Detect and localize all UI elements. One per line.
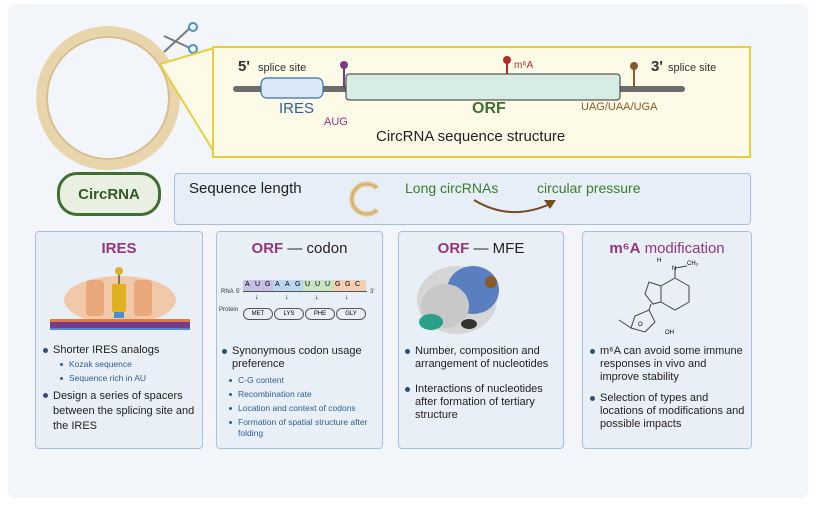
codon-bullet-1: Synonymous codon usage preference <box>222 345 377 371</box>
translation-arrow-4: ↓ <box>345 294 349 301</box>
rna-tertiary-structure-illustration <box>417 266 499 334</box>
rna-three-prime: 3' <box>370 289 375 295</box>
base-7: U <box>305 281 311 288</box>
sequence-structure-callout: 5' splice site 3' splice site IRES AUG O… <box>212 46 751 158</box>
amino-acid-lys: LYS <box>274 308 304 320</box>
sequence-length-box: Sequence length Long circRNAs circular p… <box>174 173 751 225</box>
three-prime-label: 3' <box>651 58 663 75</box>
ires-bullet-2: Design a series of spacers between the s… <box>43 390 195 432</box>
rna-backbone <box>243 291 367 292</box>
orf-codon-card: ORF — codon RNA 5' 3' Protein A U G A A … <box>216 231 383 449</box>
orf-mfe-card-title: ORF — MFE <box>437 240 525 257</box>
stop-codon-label: UAG/UAA/UGA <box>581 101 658 113</box>
m6a-bullet-2: Selection of types and locations of modi… <box>590 392 745 430</box>
m6a-o-label: O <box>638 322 643 328</box>
codon-phe-block <box>303 280 339 292</box>
m6a-oh-label: OH <box>665 330 674 336</box>
base-5: A <box>285 281 290 288</box>
m6a-site-label: m⁶A <box>514 60 534 71</box>
base-4: A <box>275 281 280 288</box>
orf-mfe-card: ORF — MFE Number, composition and arrang… <box>398 231 564 449</box>
callout-caption: CircRNA sequence structure <box>376 128 566 145</box>
codon-sub-1: C-G content <box>229 375 284 385</box>
amino-acid-gly: GLY <box>336 308 366 320</box>
ires-element-label: IRES <box>279 100 315 117</box>
m6a-h-label: H <box>657 258 662 264</box>
m6a-card-title: m⁶A modification <box>609 240 725 257</box>
codon-lys-block <box>273 280 309 292</box>
codon-sub-2: Recombination rate <box>229 389 312 399</box>
base-12: C <box>355 281 361 288</box>
ribosome-ires-illustration <box>50 267 190 330</box>
orf-label: ORF <box>472 100 506 117</box>
codon-sub-3: Location and context of codons <box>229 403 356 413</box>
orf-codon-card-title: ORF — codon <box>251 240 348 257</box>
base-8: U <box>315 281 321 288</box>
base-1: A <box>245 281 250 288</box>
ires-card-title: IRES <box>101 240 137 257</box>
curved-arrow-icon <box>473 199 556 213</box>
translation-arrow-3: ↓ <box>315 294 319 301</box>
callout-pointer <box>160 46 215 156</box>
amino-acid-met: MET <box>243 308 273 320</box>
rna-five-prime: 5' <box>236 289 241 295</box>
m6a-ch3-label: CH₃ <box>687 261 699 267</box>
ires-card: IRES Shorter IRES analogs Kozak sequence… <box>35 231 203 449</box>
long-circrnas-label: Long circRNAs <box>405 180 499 196</box>
mfe-bullet-1: Number, composition and arrangement of n… <box>405 345 557 371</box>
circular-arrow-icon <box>349 181 379 217</box>
m6a-chemical-structure <box>618 265 690 333</box>
amino-acid-phe: PHE <box>305 308 335 320</box>
base-10: G <box>335 281 341 288</box>
base-11: G <box>345 281 351 288</box>
three-splice-site-label: splice site <box>668 62 717 74</box>
sequence-length-label: Sequence length <box>189 180 302 197</box>
protein-label: Protein <box>219 307 239 313</box>
five-prime-label: 5' <box>238 58 250 75</box>
aug-label: AUG <box>324 116 348 128</box>
translation-arrow-2: ↓ <box>285 294 289 301</box>
mfe-bullet-2: Interactions of nucleotides after format… <box>405 383 557 422</box>
translation-arrow-1: ↓ <box>255 294 259 301</box>
scissors-icon <box>163 22 198 54</box>
five-splice-site-label: splice site <box>258 62 307 74</box>
ires-sub-1: Kozak sequence <box>60 359 132 369</box>
codon-gly-block <box>333 280 366 292</box>
base-9: U <box>325 281 331 288</box>
ires-sub-2: Sequence rich in AU <box>59 373 147 383</box>
m6a-card: m⁶A modification H N CH₃ OH O m⁶A can av… <box>582 231 752 449</box>
codon-sub-4: Formation of spatial structure after fol… <box>229 417 373 439</box>
base-2: U <box>255 281 261 288</box>
m6a-n-label: N <box>672 266 677 272</box>
m6a-bullet-1: m⁶A can avoid some immune responses in v… <box>590 345 745 384</box>
circrna-badge: CircRNA <box>57 172 161 216</box>
circrna-ring <box>36 26 180 170</box>
base-6: G <box>295 281 301 288</box>
circular-pressure-label: circular pressure <box>537 180 641 196</box>
rna-label: RNA <box>221 289 234 295</box>
codon-met-block <box>243 280 279 292</box>
codon-strip: A U G A A G U U U G G C ↓ ↓ ↓ ↓ <box>243 280 368 310</box>
ires-bullet-1: Shorter IRES analogs <box>43 344 198 357</box>
base-3: G <box>265 281 271 288</box>
